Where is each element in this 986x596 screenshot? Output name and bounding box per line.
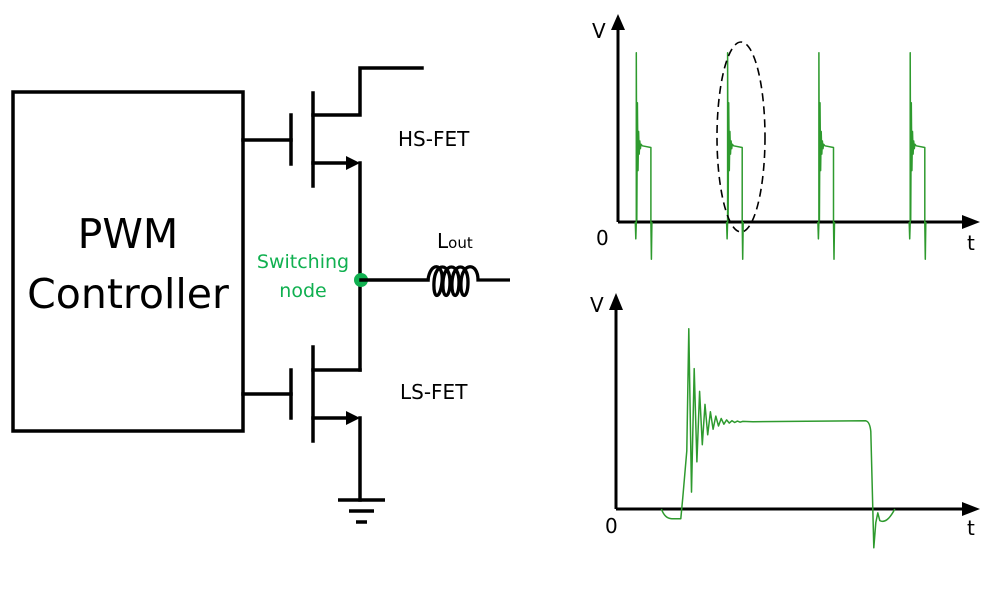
ls-fet-symbol: [241, 345, 362, 502]
inductor-label-main: L: [437, 229, 449, 253]
switching-node-label-line1: Switching: [257, 251, 349, 273]
chart-bottom-origin-label: 0: [605, 514, 618, 538]
hs-drain-wire: [311, 66, 424, 117]
chart-bottom-x-arrow-icon: [962, 502, 980, 516]
chart-top-origin-label: 0: [596, 226, 609, 250]
pwm-label-line2: Controller: [27, 270, 229, 318]
chart-bottom-x-label: t: [967, 516, 975, 540]
chart-top-pulse-3: [817, 51, 836, 260]
pwm-label-line1: PWM: [78, 210, 179, 258]
chart-top-pulse-1: [634, 51, 653, 260]
ls-source-arrow-icon: [346, 411, 360, 425]
hs-fet-symbol: [241, 66, 424, 188]
chart-top: V t 0: [592, 14, 980, 260]
hs-source-arrow-icon: [346, 156, 360, 170]
chart-top-y-label: V: [592, 19, 606, 43]
chart-top-x-arrow-icon: [962, 215, 980, 229]
inductor-label: Lout: [437, 229, 473, 253]
circuit-schematic: PWM Controller HS-FET Switching node Lou…: [11, 66, 510, 524]
chart-top-pulse-4: [908, 51, 927, 260]
chart-top-pulse-2: [725, 51, 744, 260]
inductor-coil-icon: [426, 265, 510, 298]
pwm-controller-box: [11, 90, 245, 433]
chart-top-highlight-ellipse: [716, 41, 766, 233]
switching-node-label-line2: node: [279, 280, 326, 302]
chart-bottom-y-label: V: [590, 293, 604, 317]
hs-fet-label: HS-FET: [398, 127, 470, 151]
ls-fet-label: LS-FET: [400, 380, 468, 404]
chart-top-x-label: t: [967, 231, 975, 255]
ground-icon: [338, 498, 385, 524]
chart-bottom: V t 0: [590, 293, 980, 549]
chart-top-series: [634, 51, 927, 260]
chart-bottom-y-arrow-icon: [609, 293, 623, 310]
chart-top-y-arrow-icon: [611, 14, 625, 30]
inductor-label-sub: out: [448, 234, 473, 252]
chart-bottom-series-line: [660, 327, 896, 549]
